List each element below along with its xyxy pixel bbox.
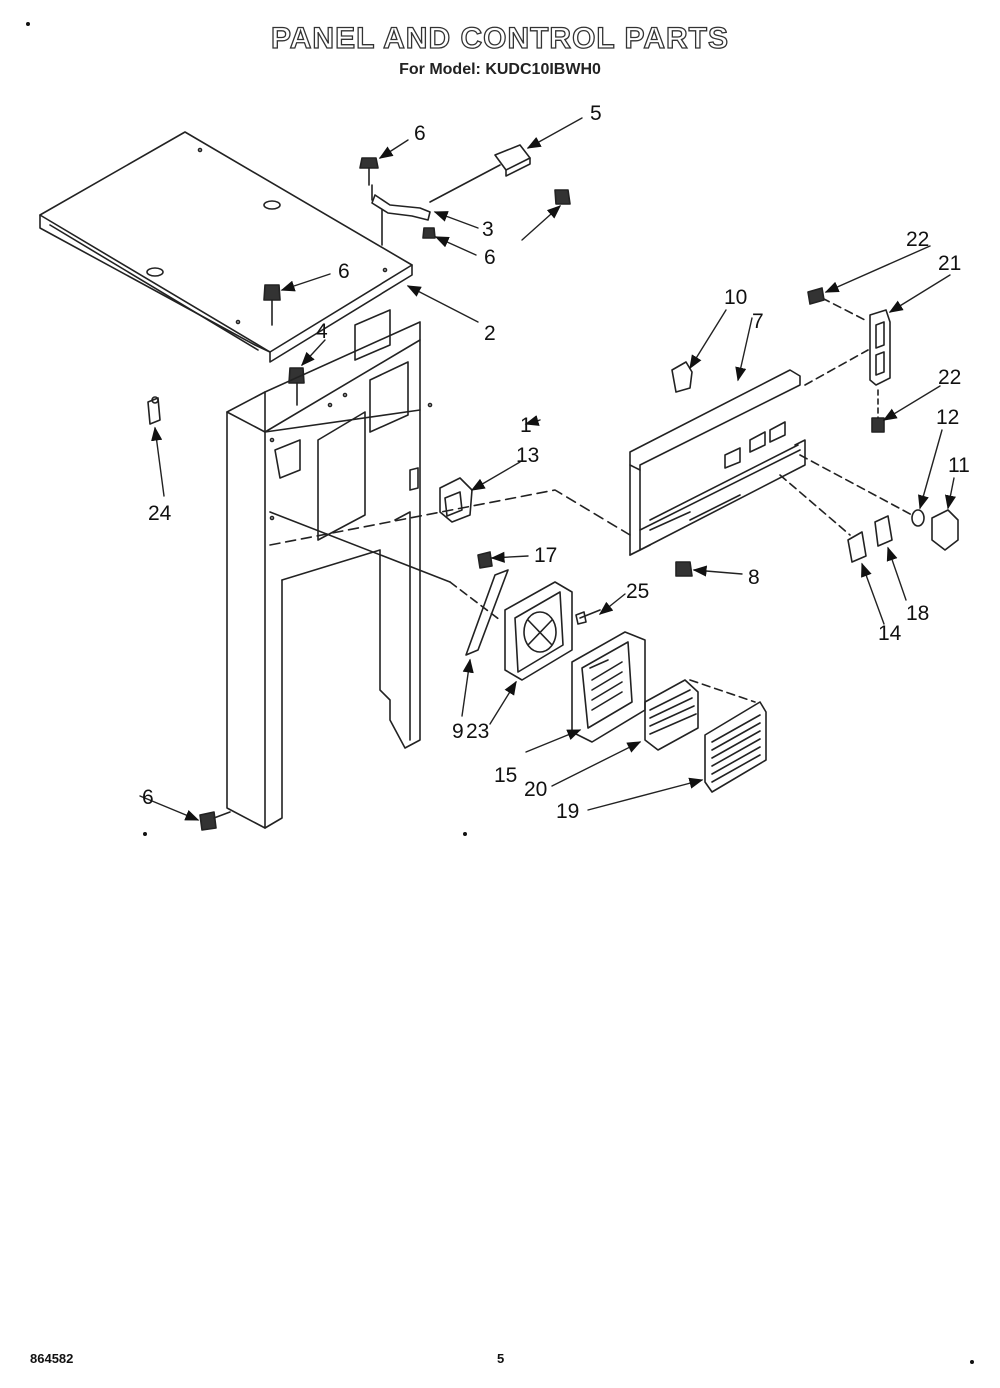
screw-4 (288, 367, 305, 406)
callout-label: 1 (520, 414, 532, 437)
callout-label: 15 (494, 764, 517, 787)
callout-label: 22 (938, 366, 961, 389)
mounting-bracket (371, 184, 431, 246)
panel-clip (671, 361, 693, 393)
callout-label: 17 (534, 544, 557, 567)
wire-connector (429, 144, 531, 203)
callout-label: 21 (938, 252, 961, 275)
callout-label: 23 (466, 720, 489, 743)
callout-label: 8 (748, 566, 760, 589)
callout-label: 3 (482, 218, 494, 241)
callout-leaders (139, 117, 956, 821)
callout-label: 2 (484, 322, 496, 345)
callout-label: 6 (142, 786, 154, 809)
page-title: PANEL AND CONTROL PARTS (270, 21, 729, 55)
registration-mark (463, 832, 467, 836)
callout-label: 18 (906, 602, 929, 625)
callout-label: 11 (948, 454, 970, 477)
callout-label: 6 (414, 122, 426, 145)
callout-label: 25 (626, 580, 649, 603)
rocker-switch (779, 474, 893, 563)
callout-label: 7 (752, 310, 764, 333)
filter (644, 679, 756, 751)
document-number: 864582 (30, 1351, 74, 1366)
top-cover-panel (39, 131, 413, 363)
screw-right (554, 189, 571, 205)
grille (704, 701, 767, 793)
mounting-strip (465, 569, 509, 656)
screw-top-left (359, 157, 379, 186)
callout-label: 13 (516, 444, 539, 467)
callout-label: 20 (524, 778, 547, 801)
callout-label: 4 (316, 320, 328, 343)
callout-label: 5 (590, 102, 602, 125)
screw-17 (477, 551, 493, 569)
panel-nut (675, 561, 693, 577)
model-subtitle: For Model: KUDC10IBWH0 (399, 61, 601, 78)
assembly-guide-line (449, 581, 501, 621)
callout-label: 22 (906, 228, 929, 251)
callout-label: 19 (556, 800, 579, 823)
hinge-screw-bottom (871, 389, 885, 433)
callout-label: 12 (936, 406, 959, 429)
callout-label: 10 (724, 286, 747, 309)
pin (575, 609, 601, 625)
callout-label: 24 (148, 502, 172, 525)
callout-numbers: 1 2 3 4 5 6 6 6 6 6 7 8 9 10 11 12 13 14… (142, 102, 970, 823)
control-knob (799, 454, 959, 551)
page-number: 5 (497, 1351, 505, 1366)
callout-label: 14 (878, 622, 902, 645)
control-panel (629, 369, 806, 556)
screw-lower-bracket (422, 227, 436, 239)
callout-label: 9 (452, 720, 464, 743)
hinge-bracket (804, 297, 891, 386)
bezel (571, 631, 646, 743)
registration-mark (143, 832, 147, 836)
wire-clip (147, 396, 161, 425)
assembly-guide-line (269, 489, 631, 546)
switch (409, 467, 473, 523)
screw-bottom (199, 811, 231, 831)
fan-housing (504, 581, 573, 681)
hinge-screw-top (807, 287, 825, 305)
registration-mark (26, 22, 30, 26)
callout-label: 6 (484, 246, 496, 269)
screw-panel (263, 284, 281, 326)
callout-label: 6 (338, 260, 350, 283)
main-frame (226, 309, 451, 829)
registration-mark (970, 1360, 974, 1364)
